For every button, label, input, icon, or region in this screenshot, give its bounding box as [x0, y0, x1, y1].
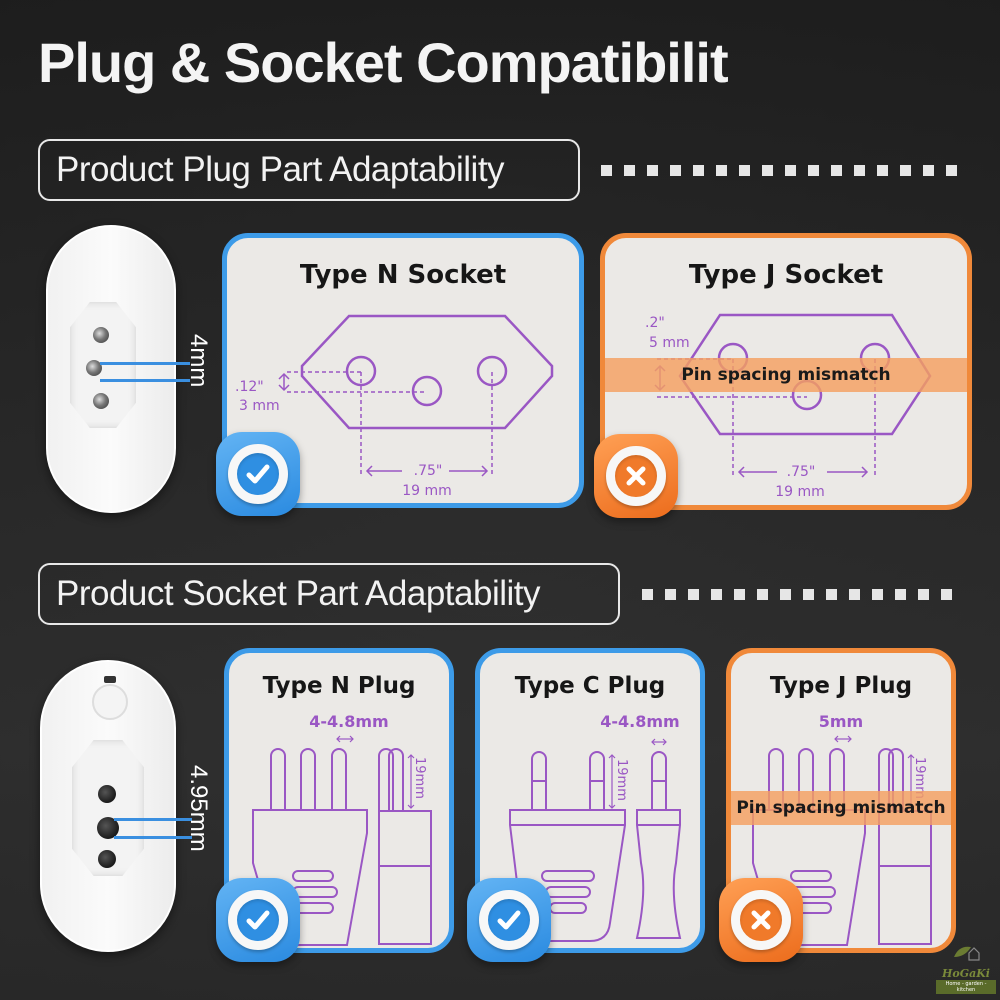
vertical-dim-inch: .12": [235, 379, 264, 395]
product-socket-image: [40, 660, 192, 952]
dotted-divider: [601, 165, 957, 176]
mismatch-label: Pin spacing mismatch: [731, 791, 951, 825]
product-socket-measure: 4.95mm: [185, 765, 212, 852]
pin-length-label: 19mm: [412, 757, 427, 799]
socket-diagram: [278, 314, 554, 477]
dotted-divider: [642, 589, 952, 600]
measure-line: [100, 379, 190, 382]
card-title: Type C Plug: [514, 673, 666, 699]
compatible-badge: [216, 878, 300, 962]
logo-name: HoGaKi: [942, 967, 990, 980]
measure-line: [114, 818, 192, 821]
leaf-house-icon: [954, 946, 980, 961]
product-plug-measure: 4mm: [185, 334, 212, 388]
compatible-badge: [216, 432, 300, 516]
logo-tagline: Home - garden - kitchen: [936, 980, 996, 994]
plug-diagram: [509, 738, 682, 942]
plug-diagram: [252, 735, 432, 946]
pin-width-label: 5mm: [818, 712, 864, 731]
check-icon: [246, 910, 270, 930]
pin-length-label: 19mm: [614, 759, 629, 801]
incompatible-badge: [594, 434, 678, 518]
card-title: Type J Socket: [688, 260, 884, 290]
mismatch-label: Pin spacing mismatch: [605, 358, 967, 392]
product-plug-image: [46, 225, 190, 513]
check-icon: [497, 910, 521, 930]
brand-logo: HoGaKi Home - garden - kitchen: [936, 943, 996, 994]
power-button: [92, 684, 128, 720]
card-title: Type N Plug: [262, 673, 416, 699]
horizontal-dim-mm: 19 mm: [775, 484, 825, 500]
check-icon: [246, 464, 270, 484]
measure-line: [114, 836, 192, 839]
vertical-dim-mm: 3 mm: [239, 398, 280, 414]
section-heading-socket: Product Socket Part Adaptability: [38, 563, 620, 625]
compatible-badge: [467, 878, 551, 962]
pin-width-label: 4-4.8mm: [309, 712, 389, 731]
card-title: Type J Plug: [769, 673, 913, 699]
section-heading-plug: Product Plug Part Adaptability: [38, 139, 580, 201]
pin-width-label: 4-4.8mm: [600, 712, 680, 731]
measure-line: [100, 362, 190, 365]
horizontal-dim-mm: 19 mm: [402, 483, 452, 499]
horizontal-dim-inch: .75": [413, 463, 443, 479]
page-title: Plug & Socket Compatibilit: [38, 31, 729, 94]
x-icon: [751, 910, 771, 930]
incompatible-badge: [719, 878, 803, 962]
vertical-dim-inch: .2": [645, 315, 665, 331]
horizontal-dim-inch: .75": [786, 464, 816, 480]
vertical-dim-mm: 5 mm: [649, 335, 690, 351]
x-icon: [626, 466, 646, 486]
card-title: Type N Socket: [299, 260, 507, 290]
led-indicator: [104, 676, 116, 683]
